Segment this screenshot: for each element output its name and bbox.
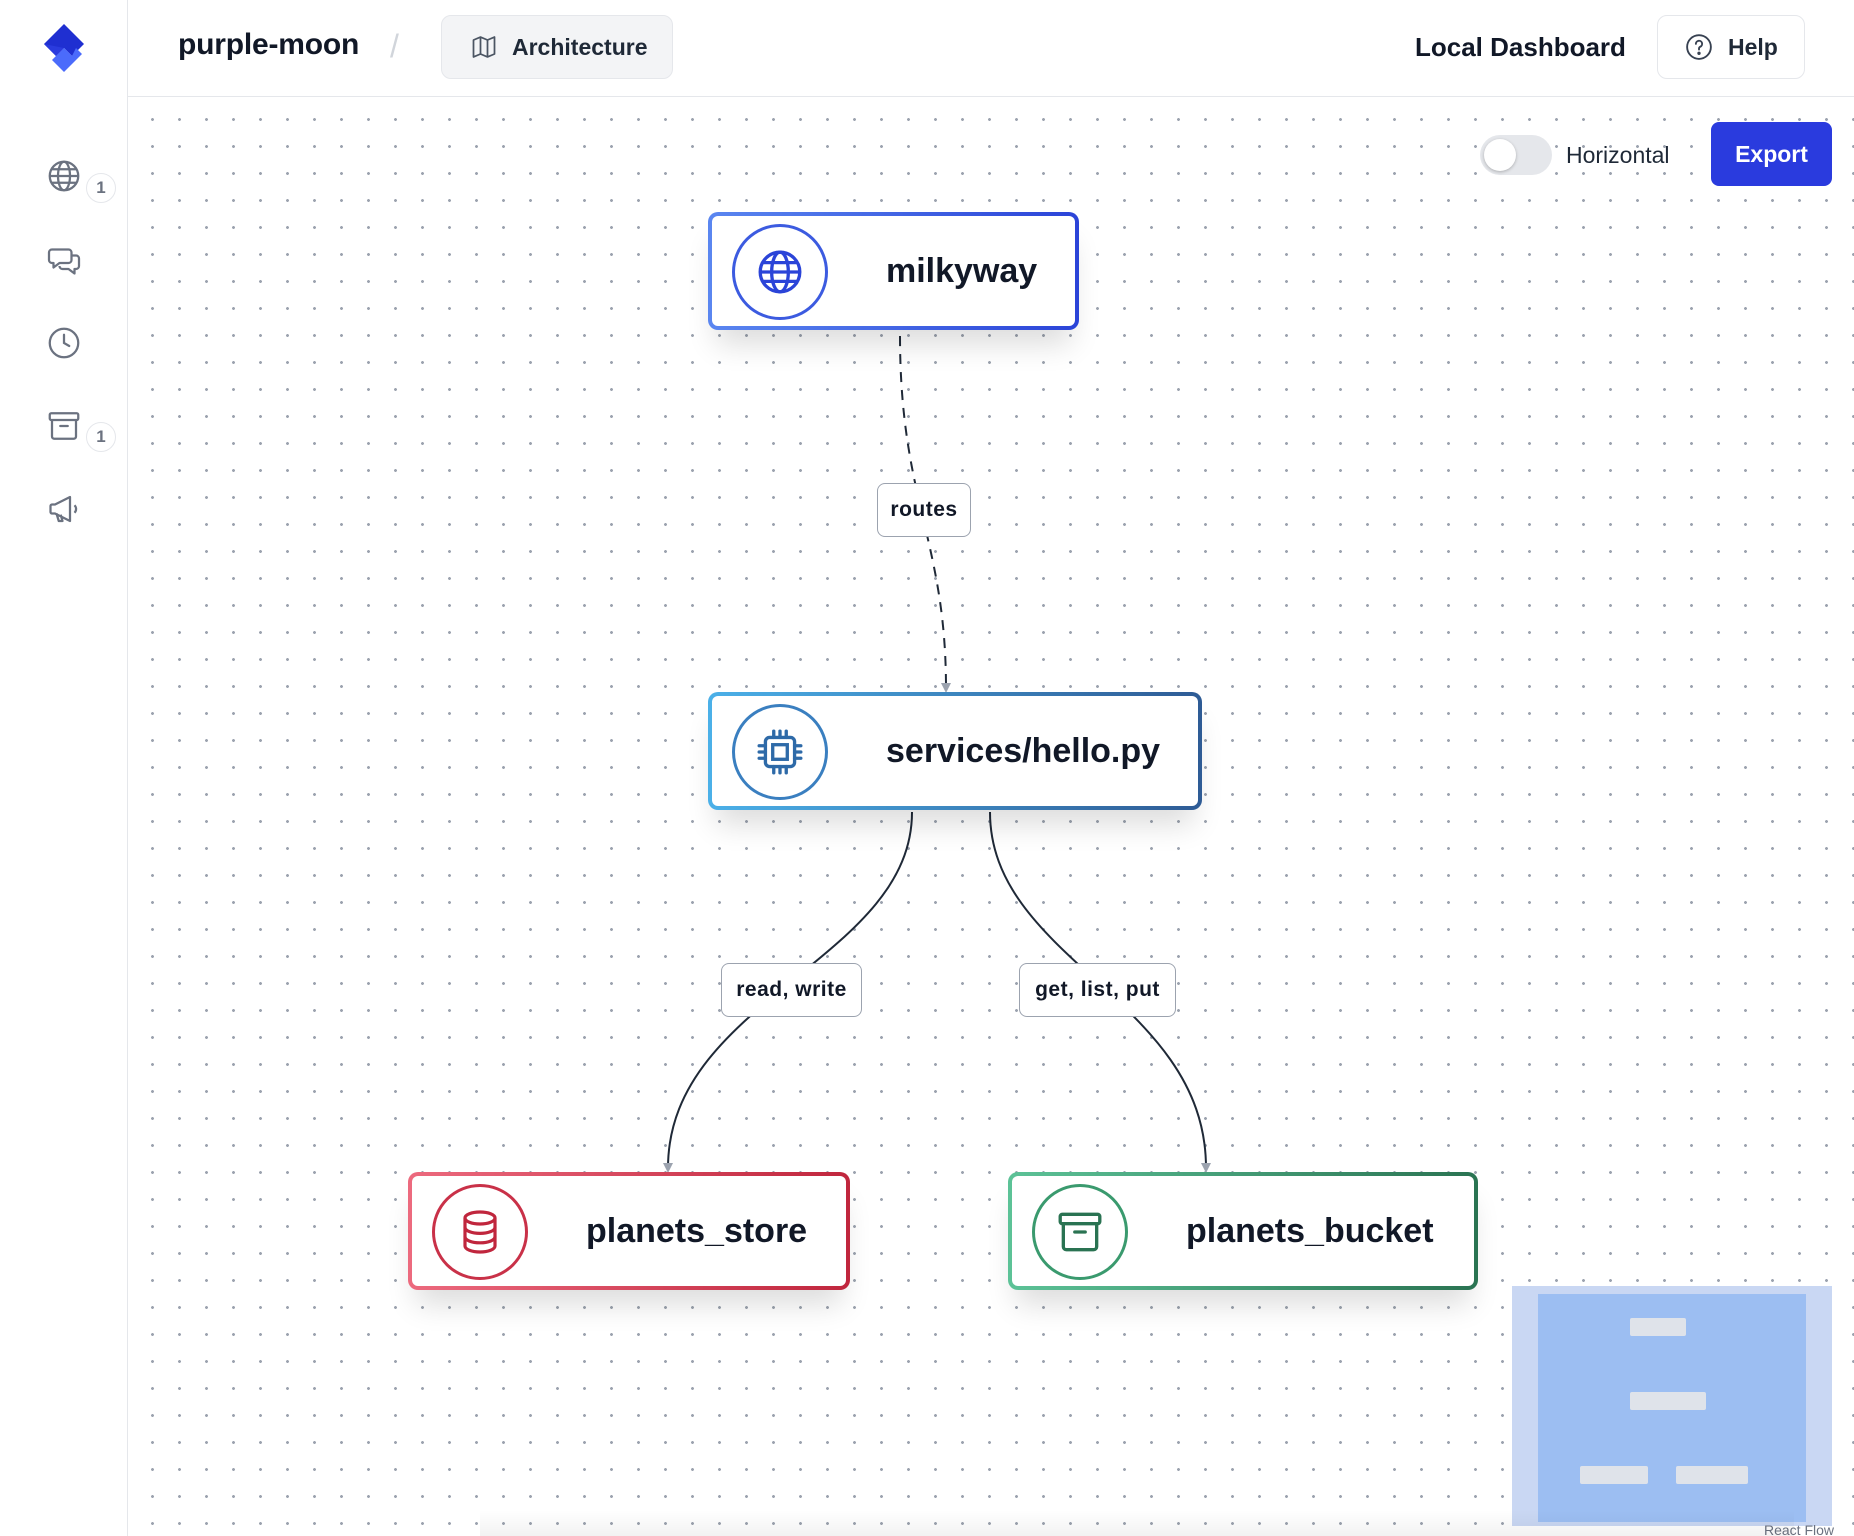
node-store-label: planets_store [586, 1211, 808, 1250]
sidebar-item-history[interactable] [40, 319, 88, 367]
top-header: purple-moon / Architecture Local Dashboa… [128, 0, 1854, 97]
react-flow-attribution[interactable]: React Flow [1764, 1522, 1835, 1536]
toggle-knob [1484, 139, 1516, 171]
export-button[interactable]: Export [1711, 122, 1832, 186]
breadcrumb-separator: / [390, 28, 399, 64]
storage-count-badge: 1 [86, 422, 116, 452]
bucket-icon [1058, 1212, 1102, 1252]
minimap-node [1630, 1392, 1706, 1410]
help-button[interactable]: Help [1657, 15, 1805, 79]
globe-icon [48, 160, 80, 192]
node-milkyway-label: milkyway [886, 251, 1038, 290]
sidebar-item-announcements[interactable] [40, 485, 88, 533]
archive-icon [48, 412, 80, 440]
local-dashboard-link[interactable]: Local Dashboard [1415, 32, 1626, 62]
app-logo[interactable] [38, 22, 90, 74]
tab-architecture[interactable]: Architecture [441, 15, 673, 79]
node-hello-label: services/hello.py [886, 731, 1161, 770]
horizontal-toggle[interactable] [1480, 135, 1552, 175]
globe-icon [758, 250, 802, 294]
node-milkyway-icon-wrap [732, 224, 828, 320]
minimap[interactable] [1512, 1286, 1832, 1526]
sidebar-item-messages[interactable] [40, 236, 88, 284]
endpoints-count-badge: 1 [86, 173, 116, 203]
cpu-icon [757, 729, 803, 775]
map-icon [472, 36, 496, 58]
horizontal-toggle-label: Horizontal [1566, 141, 1670, 168]
node-bucket-icon-wrap [1032, 1184, 1128, 1280]
sidebar-item-endpoints[interactable] [40, 152, 88, 200]
minimap-viewport[interactable] [1538, 1294, 1806, 1522]
tab-architecture-label: Architecture [512, 33, 648, 60]
node-planets-bucket[interactable]: planets_bucket [1008, 1172, 1478, 1290]
sidebar-item-storage[interactable] [40, 402, 88, 450]
node-store-icon-wrap [432, 1184, 528, 1280]
node-planets-store[interactable]: planets_store [408, 1172, 850, 1290]
node-milkyway[interactable]: milkyway [708, 212, 1079, 330]
minimap-node [1676, 1466, 1748, 1484]
question-circle-icon [1686, 34, 1712, 60]
layout-toggle-group: Horizontal [1480, 135, 1670, 175]
minimap-node [1580, 1466, 1648, 1484]
edge-label-get-list-put[interactable]: get, list, put [1019, 963, 1176, 1017]
edge-label-routes[interactable]: routes [877, 483, 971, 537]
clock-icon [48, 327, 80, 359]
bottom-fade [480, 1510, 1794, 1536]
node-services-hello[interactable]: services/hello.py [708, 692, 1202, 810]
node-bucket-label: planets_bucket [1186, 1211, 1434, 1250]
database-icon [463, 1210, 497, 1254]
chat-icon [47, 248, 81, 275]
node-hello-icon-wrap [732, 704, 828, 800]
minimap-node [1630, 1318, 1686, 1336]
help-button-label: Help [1728, 33, 1778, 60]
edge-label-read-write[interactable]: read, write [721, 963, 862, 1017]
project-name[interactable]: purple-moon [178, 28, 360, 61]
megaphone-icon [49, 495, 78, 523]
sidebar: 1 1 [0, 0, 128, 1536]
